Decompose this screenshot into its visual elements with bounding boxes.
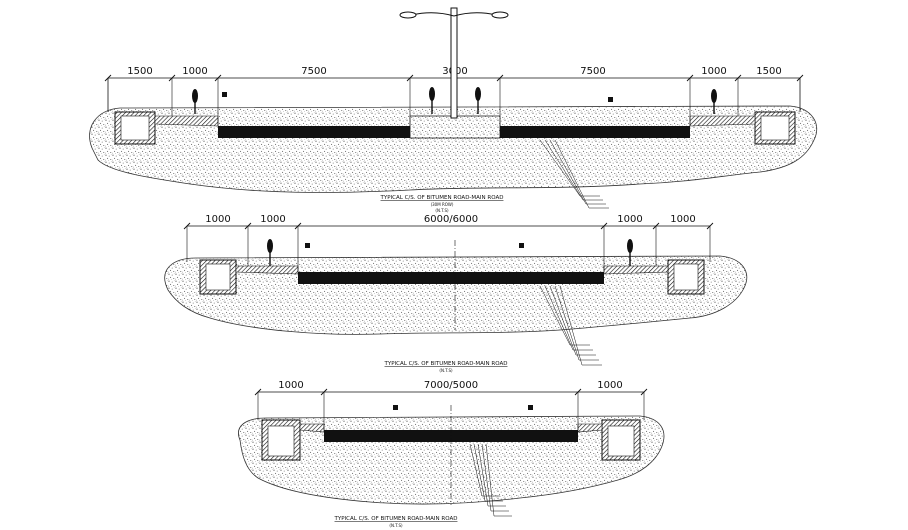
section-2-carriageway: [298, 272, 604, 284]
section-1: 1500 1000 7500 3000 7500 1000 1500: [89, 7, 818, 213]
section-2-dim-1: 1000: [260, 214, 285, 225]
section-1-caption-sub2: (N.T.S): [435, 208, 449, 213]
section-2-footpath-left: [235, 265, 299, 275]
section-1-dim-1: 1000: [182, 66, 207, 77]
section-1-dim-5: 1000: [701, 66, 726, 77]
section-1-drain-right-inner: [760, 115, 790, 141]
section-3-drain-left-inner: [267, 425, 295, 457]
section-3-caption-sub1: (N.T.S): [389, 523, 403, 528]
section-1-caption-sub1: (30M ROW): [431, 202, 454, 207]
section-2-dim-3: 1000: [617, 214, 642, 225]
section-2-dim-2: 6000/6000: [424, 214, 478, 225]
section-1-dim-4: 7500: [580, 66, 605, 77]
section-3-dim-0: 1000: [278, 380, 303, 391]
section-1-drain-left-inner: [120, 115, 150, 141]
tree-icon: [192, 87, 717, 114]
section-2-dim-0: 1000: [205, 214, 230, 225]
section-1-footpath-right: [689, 115, 756, 127]
section-1-median: [409, 115, 501, 139]
section-3-footpath-left: [299, 423, 325, 433]
section-1-dim-6: 1500: [756, 66, 781, 77]
section-2-drain-left-inner: [205, 263, 231, 291]
section-2-caption: TYPICAL C/S. OF BITUMEN ROAD-MAIN ROAD: [384, 361, 508, 367]
tree-icon: [267, 239, 633, 266]
section-3-dim-2: 1000: [597, 380, 622, 391]
section-3: 1000 7000/5000 1000 TYPICAL C/S. OF BITU…: [238, 380, 665, 528]
section-1-carriageway-right: [500, 126, 690, 138]
section-1-caption: TYPICAL C/S. OF BITUMEN ROAD-MAIN ROAD: [380, 195, 504, 201]
section-1-dim-2: 7500: [301, 66, 326, 77]
section-2-dim-4: 1000: [670, 214, 695, 225]
section-1-dim-0: 1500: [127, 66, 152, 77]
street-light-icon: [399, 7, 509, 119]
section-2-drain-right-inner: [673, 263, 699, 291]
section-2: 1000 1000 6000/6000 1000 1000 TYPICAL C/…: [164, 214, 748, 373]
section-1-footpath-left: [154, 115, 219, 127]
section-3-drain-right-inner: [607, 425, 635, 457]
section-3-dim-1: 7000/5000: [424, 380, 478, 391]
section-3-caption: TYPICAL C/S. OF BITUMEN ROAD-MAIN ROAD: [334, 516, 458, 522]
section-1-carriageway-left: [218, 126, 410, 138]
section-2-caption-sub1: (N.T.S): [439, 368, 453, 373]
